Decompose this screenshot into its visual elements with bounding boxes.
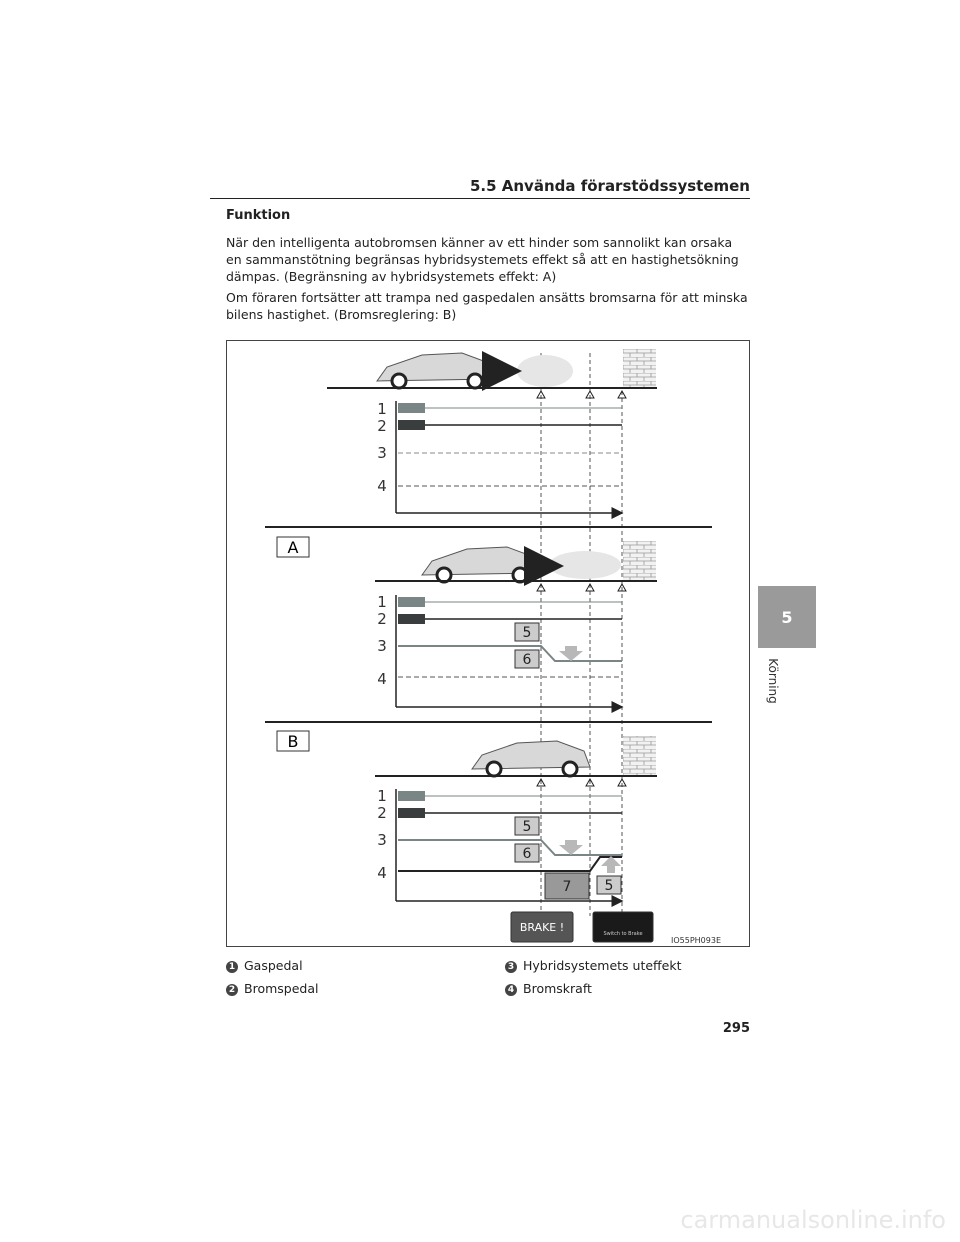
section-title: 5.5 Använda förarstödssystemen <box>469 177 750 195</box>
diagram-svg: A B 1 2 3 4 1 2 3 4 1 2 3 4 5 6 5 6 7 <box>265 349 721 945</box>
chapter-tab[interactable]: 5 <box>758 586 816 648</box>
wall-icon <box>623 541 656 581</box>
row-num-2: 2 <box>377 417 387 435</box>
legend-num-1: 1 <box>226 960 238 973</box>
figure-code: IO55PH093E <box>671 936 721 945</box>
row-num-2: 2 <box>377 804 387 822</box>
section-header: 5.5 Använda förarstödssystemen <box>210 176 750 199</box>
callout-5: 5 <box>523 625 532 641</box>
row-num-4: 4 <box>377 670 387 688</box>
legend-item-4: 4 Bromskraft <box>505 981 592 996</box>
panel-a <box>375 541 657 713</box>
legend-label-4: Bromskraft <box>523 981 592 996</box>
panel-normal <box>327 349 657 519</box>
chapter-number: 5 <box>781 608 793 627</box>
row-num-1: 1 <box>377 400 387 418</box>
row-num-1: 1 <box>377 593 387 611</box>
switch-display-text: Switch to Brake <box>603 931 642 937</box>
car-icon <box>421 546 541 584</box>
brake-display-text: BRAKE ! <box>520 921 564 934</box>
legend-num-2: 2 <box>226 983 238 996</box>
legend-item-1: 1 Gaspedal <box>226 958 303 973</box>
row-num-1: 1 <box>377 787 387 805</box>
watermark: carmanualsonline.info <box>680 1206 946 1234</box>
callout-7: 7 <box>563 879 572 895</box>
row-num-3: 3 <box>377 444 387 462</box>
chapter-label-text: Körning <box>766 658 780 704</box>
legend-label-2: Bromspedal <box>244 981 319 996</box>
wall-icon <box>623 349 656 389</box>
paragraph-1: När den intelligenta autobromsen känner … <box>226 235 739 284</box>
row-num-2: 2 <box>377 610 387 628</box>
diagram-figure: A B 1 2 3 4 1 2 3 4 1 2 3 4 5 6 5 6 7 <box>226 340 750 947</box>
callout-6: 6 <box>523 846 532 862</box>
row-num-3: 3 <box>377 831 387 849</box>
panel-label-a: A <box>288 538 299 557</box>
legend-num-3: 3 <box>505 960 517 973</box>
row-num-4: 4 <box>377 864 387 882</box>
legend-item-3: 3 Hybridsystemets uteffekt <box>505 958 682 973</box>
timeline-markers <box>540 353 623 916</box>
heading: Funktion <box>226 208 291 223</box>
car-icon <box>376 352 496 390</box>
page-number: 295 <box>722 1021 750 1036</box>
callout-6: 6 <box>523 652 532 668</box>
legend-label-3: Hybridsystemets uteffekt <box>523 958 682 973</box>
panel-label-b: B <box>288 732 299 751</box>
car-icon <box>471 740 591 778</box>
callout-5: 5 <box>605 878 614 894</box>
chapter-label: Körning <box>765 652 781 712</box>
legend-item-2: 2 Bromspedal <box>226 981 318 996</box>
callout-5: 5 <box>523 819 532 835</box>
wall-icon <box>623 736 656 776</box>
legend-num-4: 4 <box>505 983 517 996</box>
row-num-3: 3 <box>377 637 387 655</box>
row-num-4: 4 <box>377 477 387 495</box>
legend-label-1: Gaspedal <box>244 958 303 973</box>
paragraph-2: Om föraren fortsätter att trampa ned gas… <box>226 290 748 322</box>
panel-b <box>375 736 657 943</box>
